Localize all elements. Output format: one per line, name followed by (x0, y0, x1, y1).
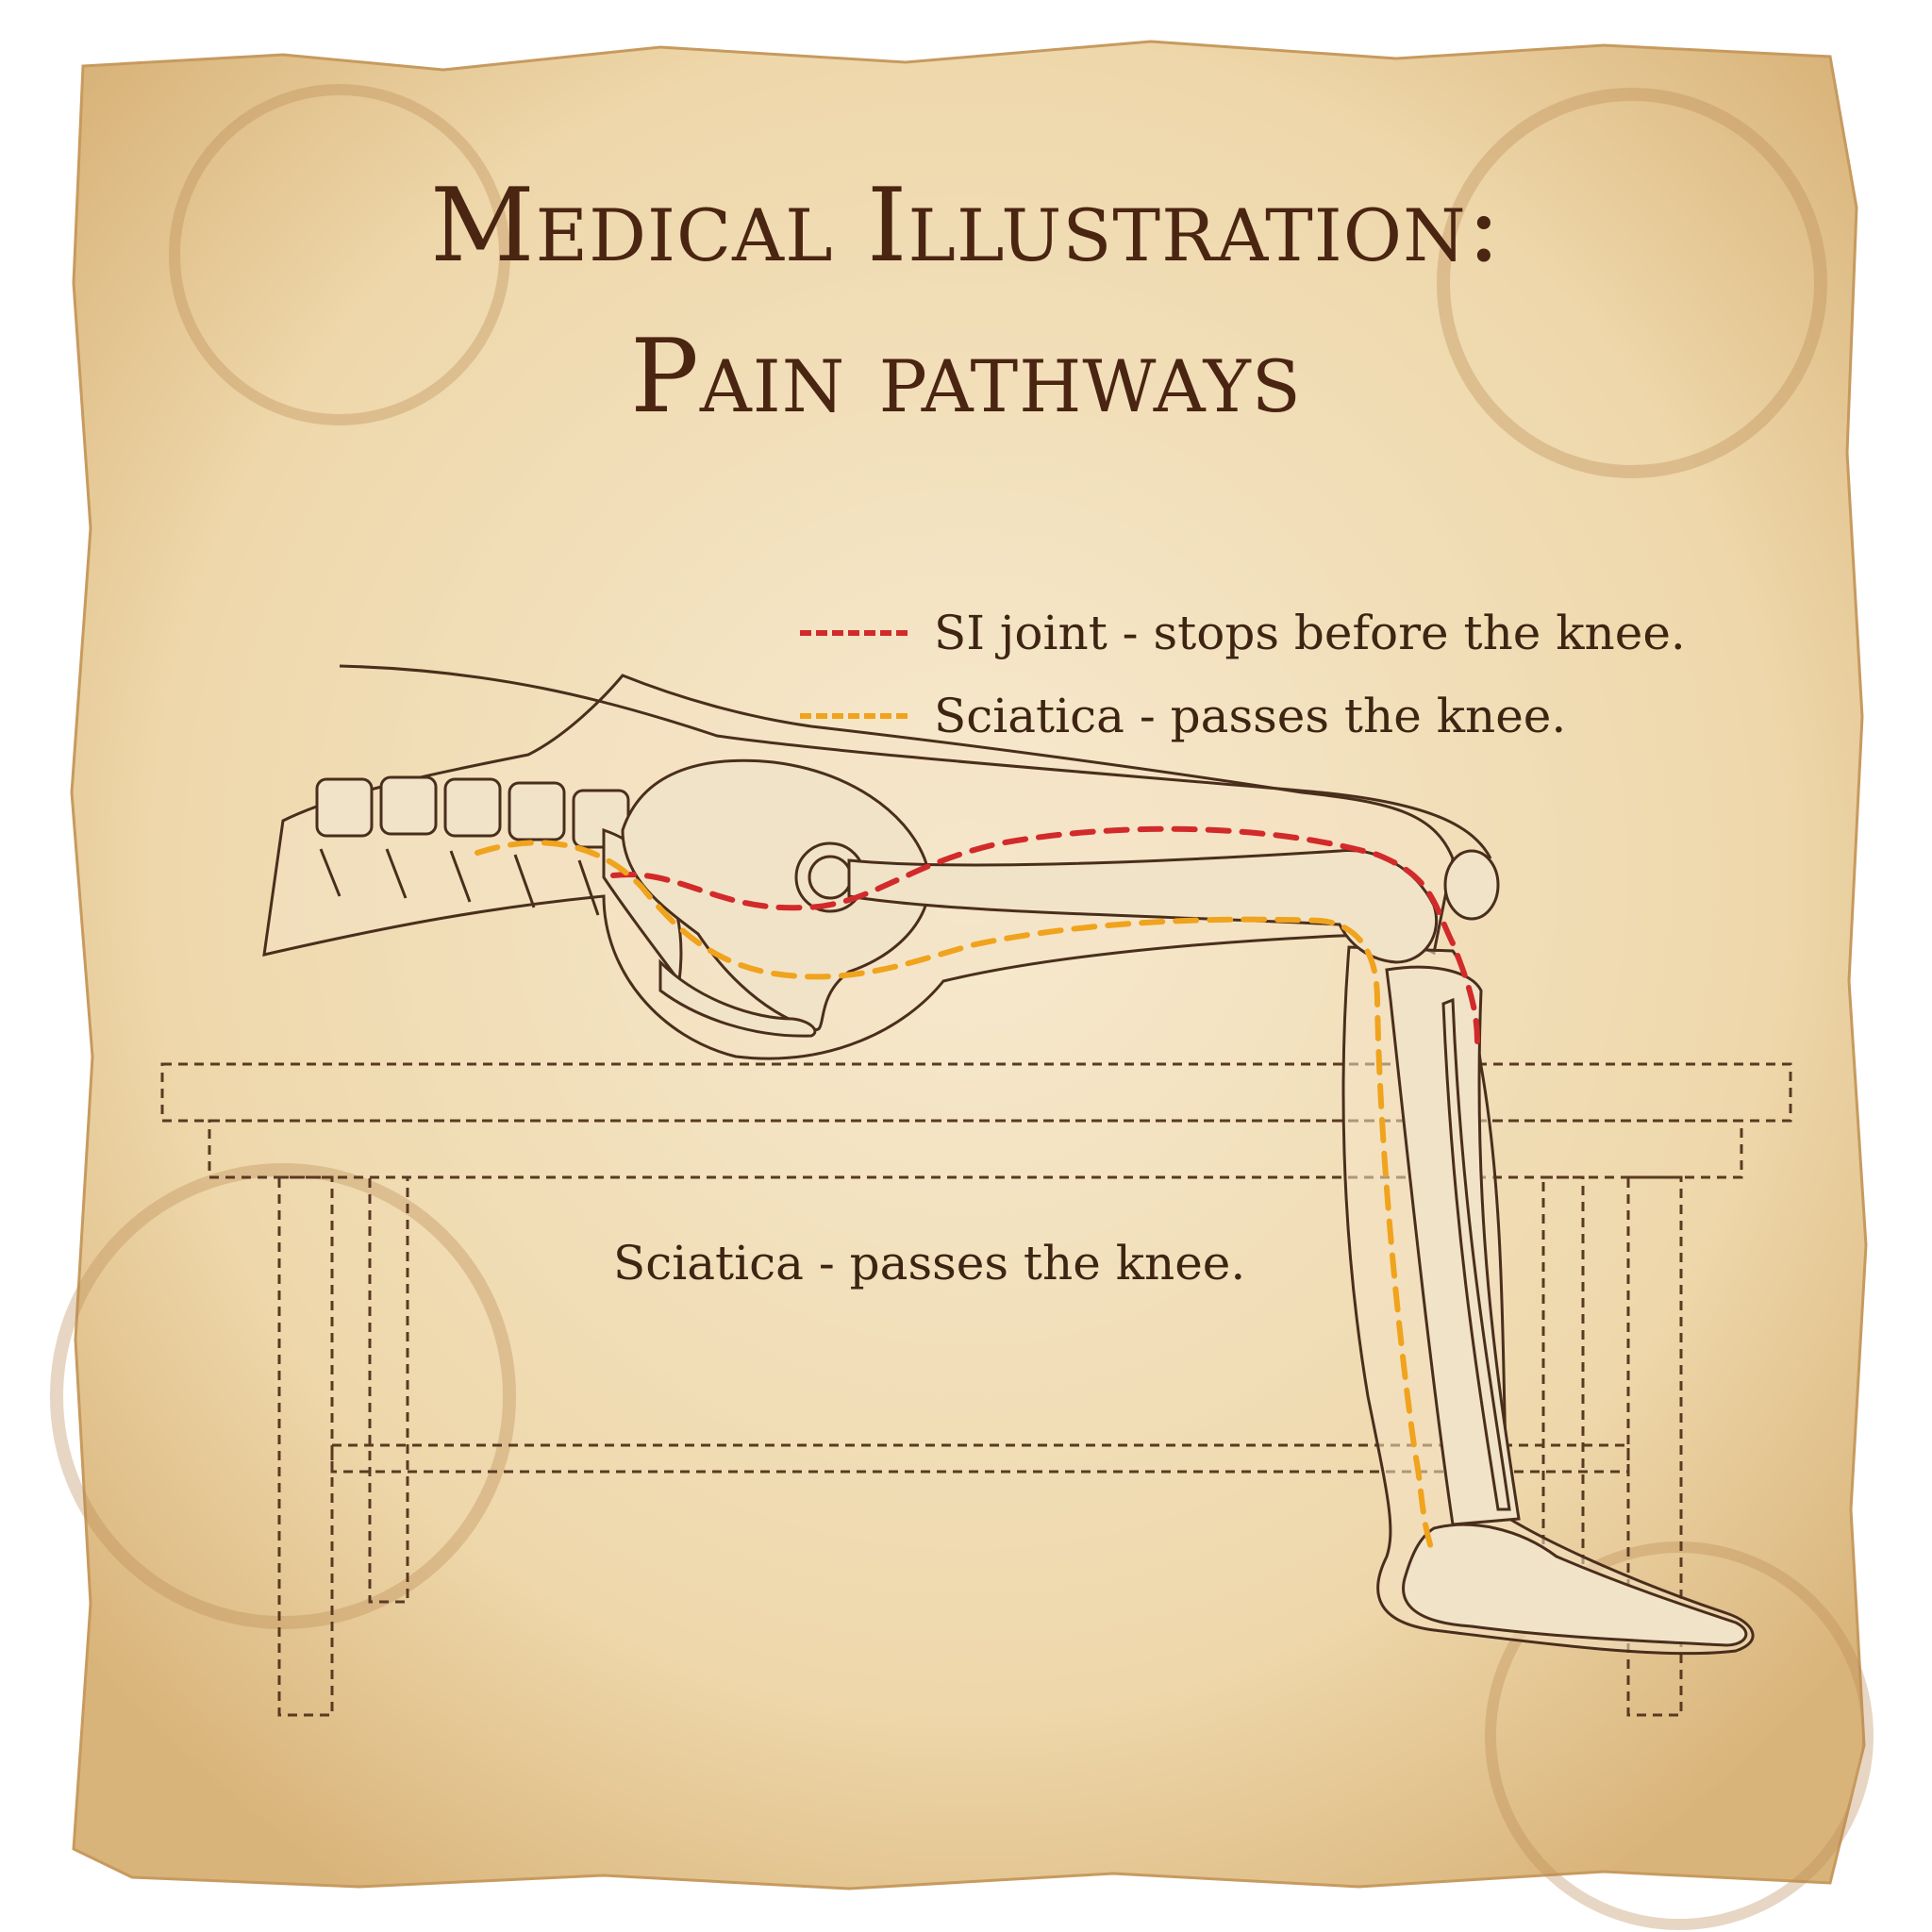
vertebra-processes (319, 848, 600, 916)
fibula (1441, 997, 1511, 1511)
stain-ring (1485, 1541, 1874, 1930)
pelvis (621, 758, 931, 1031)
coffee-stains (50, 84, 1874, 1930)
sciatica-pathway (475, 840, 1437, 1559)
vertebra (508, 781, 566, 841)
stain-ring (50, 1163, 516, 1629)
title-line-1: Medical Illustration: (430, 167, 1502, 285)
bench-top (160, 1062, 1792, 1123)
vertebra (379, 775, 438, 836)
foot-bones (1402, 1523, 1748, 1647)
back-outline (339, 664, 1492, 859)
femoral-head (808, 855, 853, 900)
bench-stretcher (330, 1443, 1630, 1474)
legend-label: SI joint - stops before the knee. (934, 606, 1686, 660)
bench-leg (368, 1175, 409, 1604)
treatment-bench (160, 1062, 1792, 1717)
bench-leg (1626, 1175, 1683, 1717)
skeleton (315, 758, 1748, 1647)
title-line-2: Pain pathways (630, 318, 1302, 436)
vertebra (315, 777, 374, 838)
bench-caption: Sciatica - passes the knee. (613, 1236, 1246, 1291)
si-joint-pathway (610, 825, 1480, 1044)
legend-swatch-orange-dash (800, 713, 908, 719)
bench-apron (208, 1119, 1743, 1179)
vertebra (443, 777, 502, 838)
legend-item-sciatica: Sciatica - passes the knee. (800, 689, 1566, 743)
pubis (658, 958, 817, 1038)
legend-swatch-red-dash (800, 630, 908, 636)
stain-ring (169, 84, 510, 425)
patella (1443, 849, 1500, 921)
femur (847, 849, 1439, 964)
legend-item-si-joint: SI joint - stops before the knee. (800, 606, 1686, 660)
spine (315, 775, 683, 985)
legend-label: Sciatica - passes the knee. (934, 689, 1567, 743)
stain-ring (1437, 88, 1827, 478)
